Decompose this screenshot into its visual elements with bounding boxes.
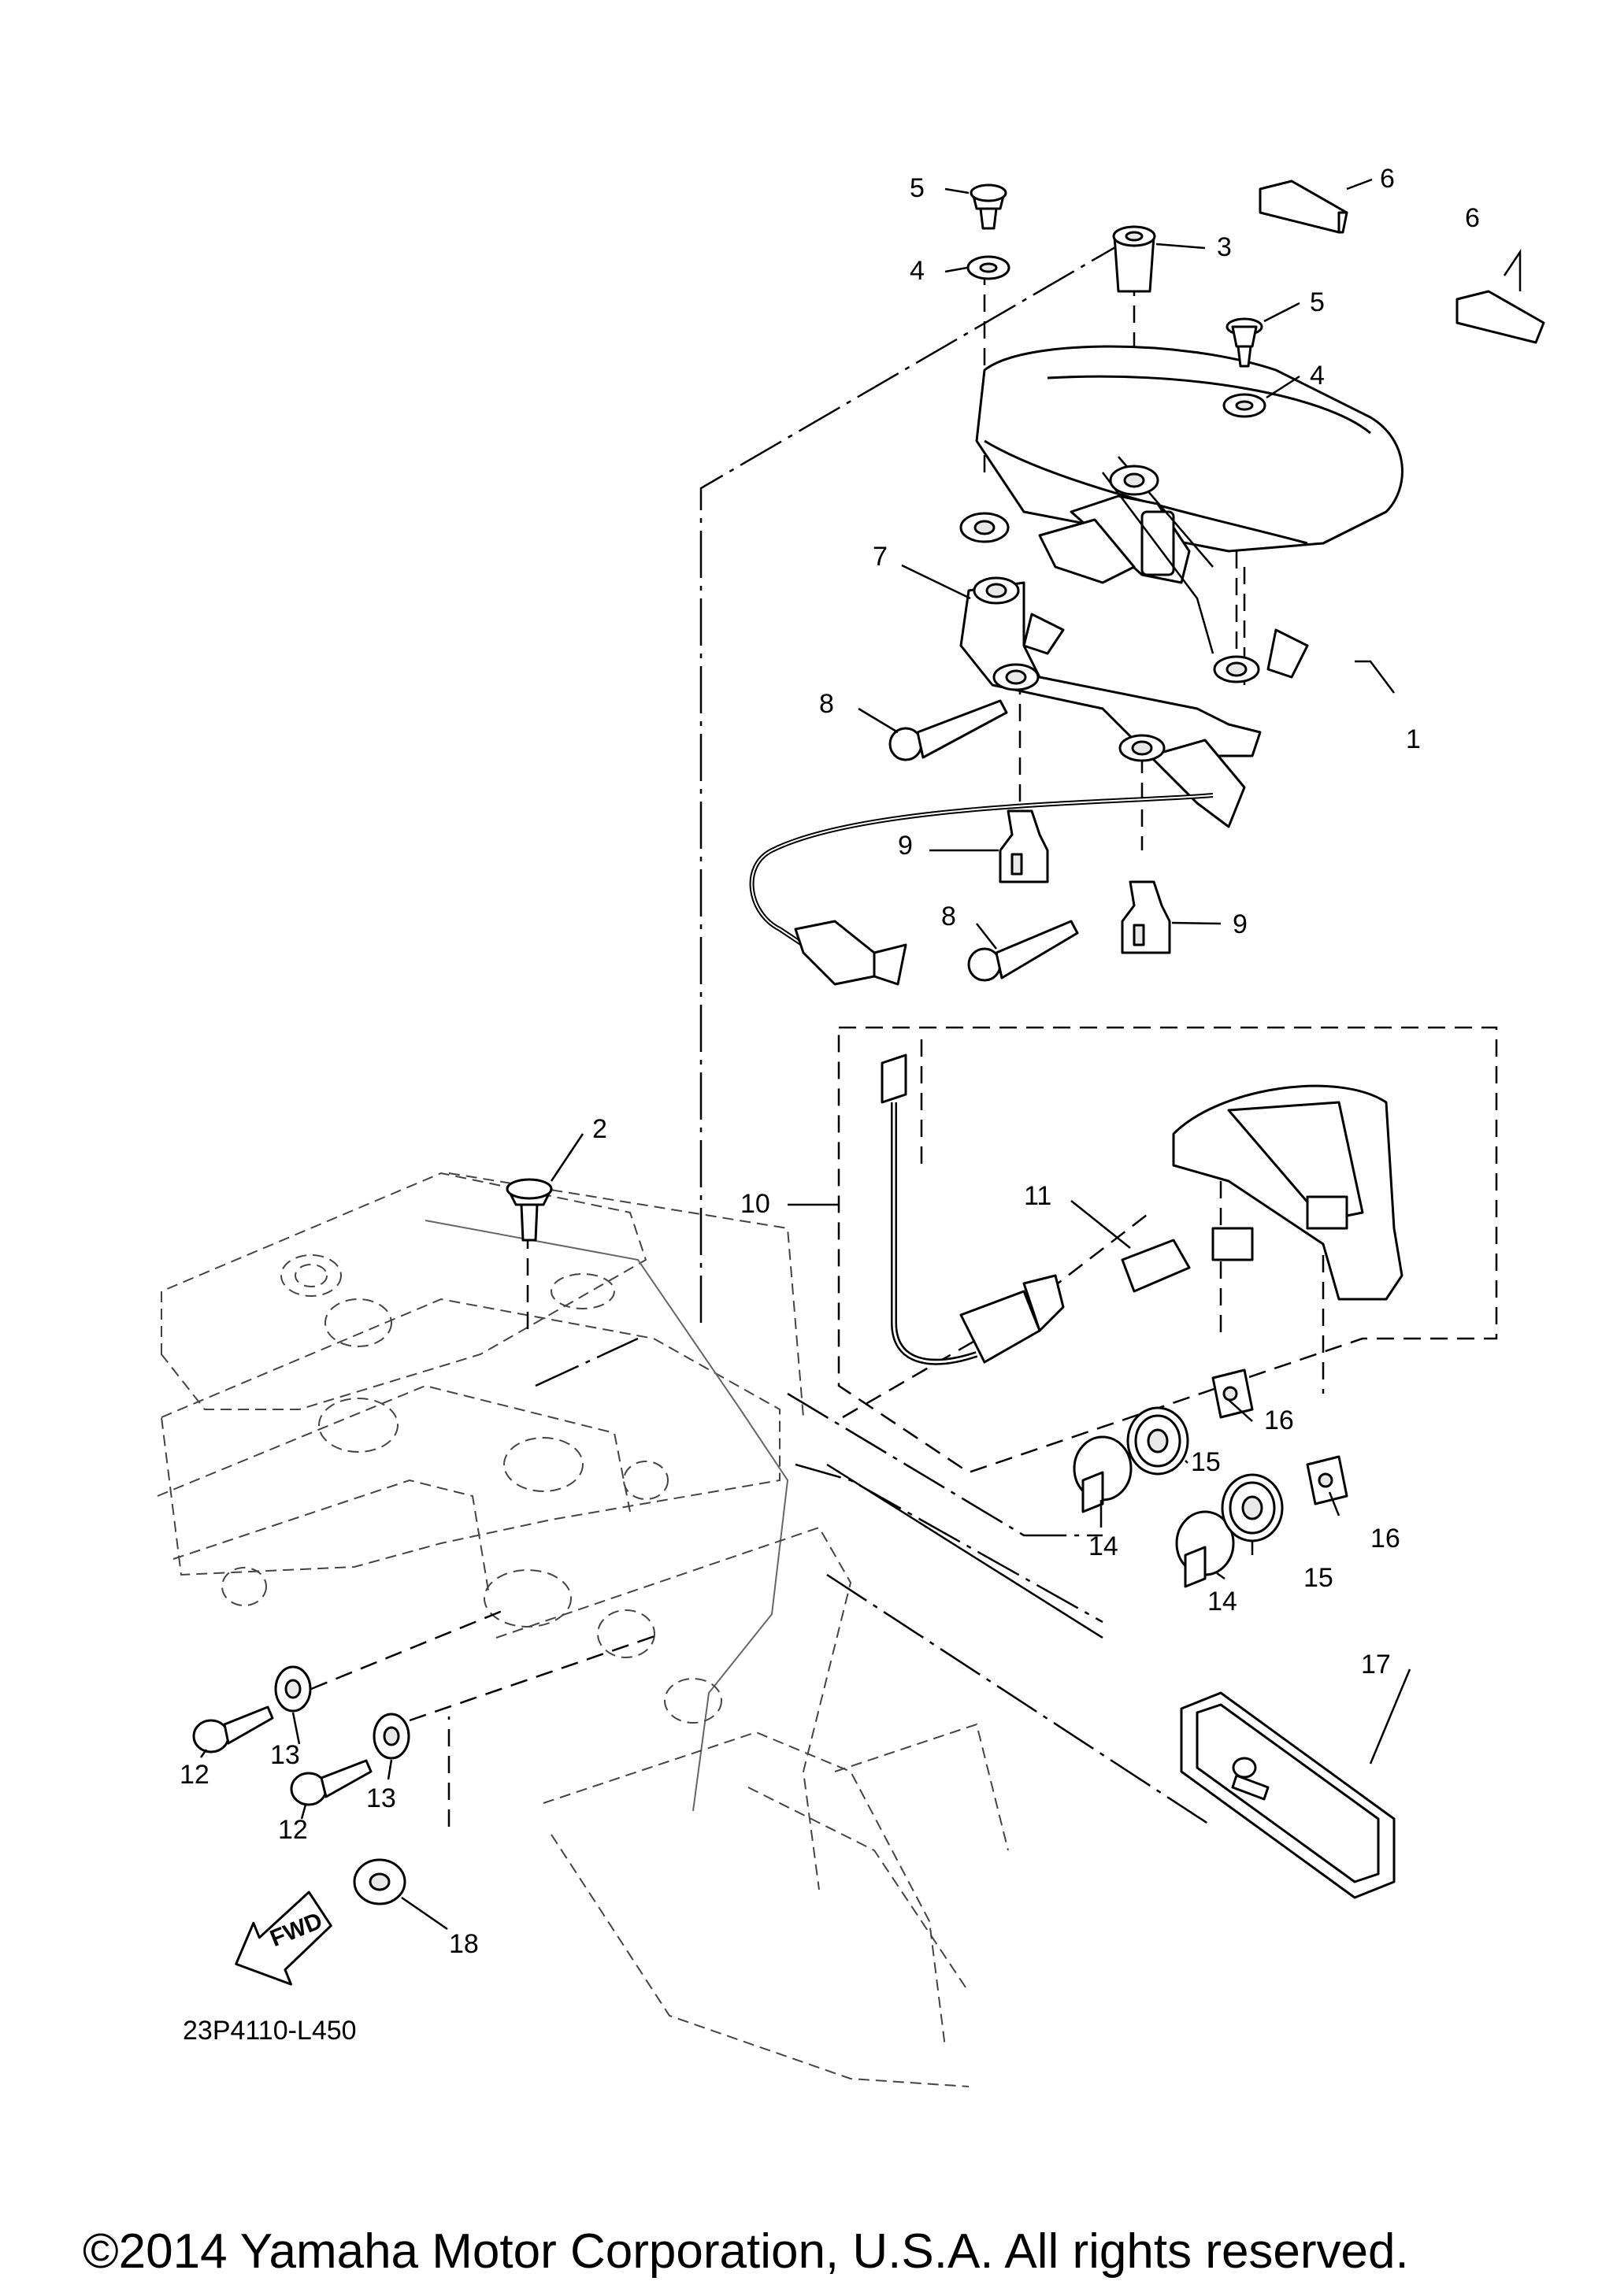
callout-15b: 15 (1303, 1563, 1333, 1593)
callout-13b: 13 (366, 1783, 396, 1813)
callout-7: 7 (873, 542, 888, 572)
callout-4b: 4 (1310, 361, 1325, 391)
washer-part-4-lower (1222, 393, 1266, 418)
callout-9a: 9 (898, 831, 913, 861)
screw-part-8-lower (967, 920, 1079, 982)
callout-6b: 6 (1465, 203, 1480, 233)
callout-16b: 16 (1370, 1524, 1400, 1554)
callout-13a: 13 (270, 1740, 300, 1770)
callout-1: 1 (1406, 724, 1421, 754)
screw-part-2 (506, 1178, 553, 1242)
callout-14b: 14 (1207, 1587, 1237, 1616)
callout-17: 17 (1361, 1650, 1391, 1679)
bolt-part-12-upper (192, 1705, 274, 1753)
callout-2: 2 (592, 1114, 607, 1144)
nut-part-16-lower (1306, 1455, 1348, 1505)
rivet-part-5-upper (970, 183, 1007, 230)
rear-frame-outline (157, 1172, 1009, 2087)
callout-5a: 5 (910, 173, 925, 203)
callout-5b: 5 (1310, 287, 1325, 317)
pad-part-6-upper (1259, 180, 1348, 234)
collar-part-14-lower (1175, 1510, 1235, 1588)
washer-part-13-upper (274, 1665, 312, 1713)
nut-part-18 (353, 1858, 406, 1905)
washer-part-13-lower (373, 1713, 410, 1760)
callout-16a: 16 (1264, 1405, 1294, 1435)
rivet-part-5-lower (1226, 317, 1263, 368)
nut-part-16-upper (1211, 1368, 1254, 1419)
callout-8a: 8 (819, 689, 834, 719)
callout-12b: 12 (278, 1815, 308, 1845)
bolt-part-12-lower (290, 1759, 373, 1806)
callout-numbers: 5 4 3 6 6 5 4 7 1 8 9 8 9 2 10 11 16 16 … (180, 164, 1480, 1959)
callout-14a: 14 (1088, 1531, 1118, 1561)
bracket-and-harness (749, 576, 1262, 986)
callout-18: 18 (449, 1929, 479, 1959)
callout-10: 10 (740, 1189, 770, 1219)
callout-12a: 12 (180, 1760, 210, 1790)
callout-15a: 15 (1191, 1447, 1221, 1477)
grommet-part-15-lower (1221, 1473, 1284, 1542)
callout-3: 3 (1217, 232, 1232, 262)
screw-part-8-upper (888, 699, 1008, 761)
grommet-part-15-upper (1126, 1406, 1189, 1476)
license-plate-gasket-part-17 (1180, 1691, 1396, 1899)
callout-9b: 9 (1233, 909, 1248, 939)
license-light-group (837, 1026, 1498, 1474)
washer-part-4-upper (966, 255, 1010, 280)
clip-part-9-upper (999, 809, 1049, 883)
callout-8b: 8 (941, 902, 956, 931)
grommet-part-3 (1112, 225, 1156, 293)
tail-light-assembly (959, 345, 1403, 683)
callout-leaders (199, 178, 1522, 1931)
callout-6a: 6 (1380, 164, 1395, 194)
diagram-code: 23P4110-L450 (183, 2016, 357, 2046)
collar-part-14-upper (1073, 1435, 1133, 1513)
callout-4a: 4 (910, 256, 925, 286)
callout-11: 11 (1024, 1181, 1051, 1211)
copyright-notice: ©2014 Yamaha Motor Corporation, U.S.A. A… (83, 2224, 1409, 2279)
pad-part-6-lower (1455, 290, 1545, 344)
fwd-arrow: FWD (235, 1890, 332, 1986)
clip-part-9-lower (1121, 880, 1171, 954)
